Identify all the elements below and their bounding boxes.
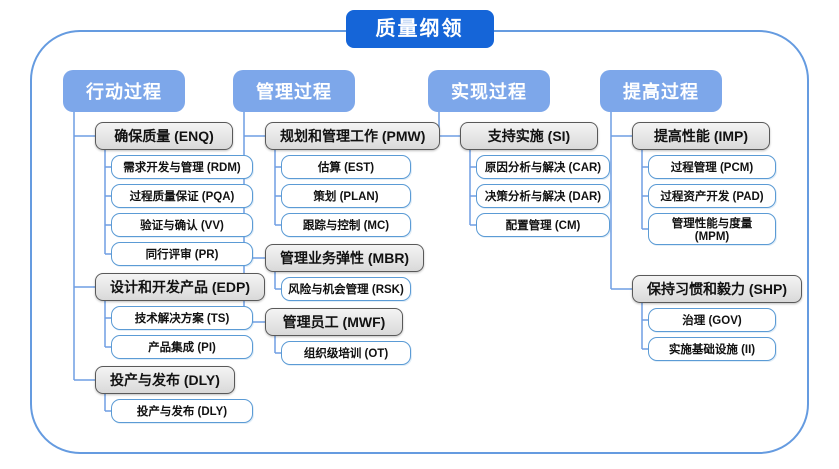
group: 规划和管理工作 (PMW) 估算 (EST) 策划 (PLAN) 跟踪与控制 (MC) bbox=[233, 122, 441, 237]
leaf-node: 过程资产开发 (PAD) bbox=[648, 184, 776, 208]
group-list: 规划和管理工作 (PMW) 估算 (EST) 策划 (PLAN) 跟踪与控制 (MC)… bbox=[233, 122, 441, 365]
leaf-node: 配置管理 (CM) bbox=[476, 213, 610, 237]
leaf-node: 管理性能与度量 (MPM) bbox=[648, 213, 776, 245]
group: 设计和开发产品 (EDP) 技术解决方案 (TS) 产品集成 (PI) bbox=[63, 273, 265, 359]
process-column-3: 实现过程支持实施 (SI) 原因分析与解决 (CAR) 决策分析与解决 (DAR) 配… bbox=[428, 70, 610, 244]
leaf-list: 原因分析与解决 (CAR) 决策分析与解决 (DAR) 配置管理 (CM) bbox=[476, 155, 610, 237]
group-node: 设计和开发产品 (EDP) bbox=[95, 273, 265, 301]
leaf-node: 过程质量保证 (PQA) bbox=[111, 184, 253, 208]
group-node: 支持实施 (SI) bbox=[460, 122, 598, 150]
group-list: 确保质量 (ENQ) 需求开发与管理 (RDM) 过程质量保证 (PQA) 验证与确认… bbox=[63, 122, 265, 423]
group-list: 提高性能 (IMP) 过程管理 (PCM) 过程资产开发 (PAD) 管理性能与度量 … bbox=[600, 122, 802, 361]
column-header: 实现过程 bbox=[428, 70, 550, 112]
leaf-node: 技术解决方案 (TS) bbox=[111, 306, 253, 330]
leaf-list: 技术解决方案 (TS) 产品集成 (PI) bbox=[111, 306, 265, 359]
leaf-node: 同行评审 (PR) bbox=[111, 242, 253, 266]
group-node: 管理员工 (MWF) bbox=[265, 308, 403, 336]
diagram-title: 质量纲领 bbox=[345, 10, 494, 48]
process-column-4: 提高过程提高性能 (IMP) 过程管理 (PCM) 过程资产开发 (PAD) 管理性能… bbox=[600, 70, 802, 368]
leaf-node: 跟踪与控制 (MC) bbox=[281, 213, 411, 237]
leaf-node: 决策分析与解决 (DAR) bbox=[476, 184, 610, 208]
group-node: 保持习惯和毅力 (SHP) bbox=[632, 275, 802, 303]
leaf-node: 产品集成 (PI) bbox=[111, 335, 253, 359]
leaf-node: 治理 (GOV) bbox=[648, 308, 776, 332]
leaf-node: 组织级培训 (OT) bbox=[281, 341, 411, 365]
leaf-node: 实施基础设施 (II) bbox=[648, 337, 776, 361]
group-node: 提高性能 (IMP) bbox=[632, 122, 770, 150]
process-column-1: 行动过程确保质量 (ENQ) 需求开发与管理 (RDM) 过程质量保证 (PQA) 验… bbox=[63, 70, 265, 430]
leaf-list: 估算 (EST) 策划 (PLAN) 跟踪与控制 (MC) bbox=[281, 155, 440, 237]
group: 管理员工 (MWF) 组织级培训 (OT) bbox=[233, 308, 440, 365]
leaf-list: 投产与发布 (DLY) bbox=[111, 399, 265, 423]
group-node: 确保质量 (ENQ) bbox=[95, 122, 233, 150]
leaf-node: 估算 (EST) bbox=[281, 155, 411, 179]
leaf-node: 过程管理 (PCM) bbox=[648, 155, 776, 179]
leaf-list: 过程管理 (PCM) 过程资产开发 (PAD) 管理性能与度量 (MPM) bbox=[648, 155, 802, 245]
leaf-node: 策划 (PLAN) bbox=[281, 184, 411, 208]
leaf-node: 投产与发布 (DLY) bbox=[111, 399, 253, 423]
group-node: 规划和管理工作 (PMW) bbox=[265, 122, 441, 150]
column-header: 行动过程 bbox=[63, 70, 185, 112]
process-column-2: 管理过程规划和管理工作 (PMW) 估算 (EST) 策划 (PLAN) 跟踪与控制 … bbox=[233, 70, 441, 372]
leaf-list: 风险与机会管理 (RSK) bbox=[281, 277, 440, 301]
leaf-list: 组织级培训 (OT) bbox=[281, 341, 440, 365]
group: 投产与发布 (DLY) 投产与发布 (DLY) bbox=[63, 366, 265, 423]
group: 确保质量 (ENQ) 需求开发与管理 (RDM) 过程质量保证 (PQA) 验证与确认… bbox=[63, 122, 265, 266]
leaf-list: 需求开发与管理 (RDM) 过程质量保证 (PQA) 验证与确认 (VV) 同行评审 … bbox=[111, 155, 265, 266]
group: 支持实施 (SI) 原因分析与解决 (CAR) 决策分析与解决 (DAR) 配置管理 … bbox=[428, 122, 610, 237]
group: 管理业务弹性 (MBR) 风险与机会管理 (RSK) bbox=[233, 244, 440, 301]
leaf-list: 治理 (GOV) 实施基础设施 (II) bbox=[648, 308, 802, 361]
leaf-node: 需求开发与管理 (RDM) bbox=[111, 155, 253, 179]
column-header: 提高过程 bbox=[600, 70, 722, 112]
group-node: 管理业务弹性 (MBR) bbox=[265, 244, 425, 272]
column-header: 管理过程 bbox=[233, 70, 355, 112]
leaf-node: 风险与机会管理 (RSK) bbox=[281, 277, 411, 301]
group-node: 投产与发布 (DLY) bbox=[95, 366, 235, 394]
leaf-node: 原因分析与解决 (CAR) bbox=[476, 155, 610, 179]
group: 保持习惯和毅力 (SHP) 治理 (GOV) 实施基础设施 (II) bbox=[600, 275, 802, 361]
group: 提高性能 (IMP) 过程管理 (PCM) 过程资产开发 (PAD) 管理性能与度量 … bbox=[600, 122, 802, 245]
group-list: 支持实施 (SI) 原因分析与解决 (CAR) 决策分析与解决 (DAR) 配置管理 … bbox=[428, 122, 610, 237]
leaf-node: 验证与确认 (VV) bbox=[111, 213, 253, 237]
